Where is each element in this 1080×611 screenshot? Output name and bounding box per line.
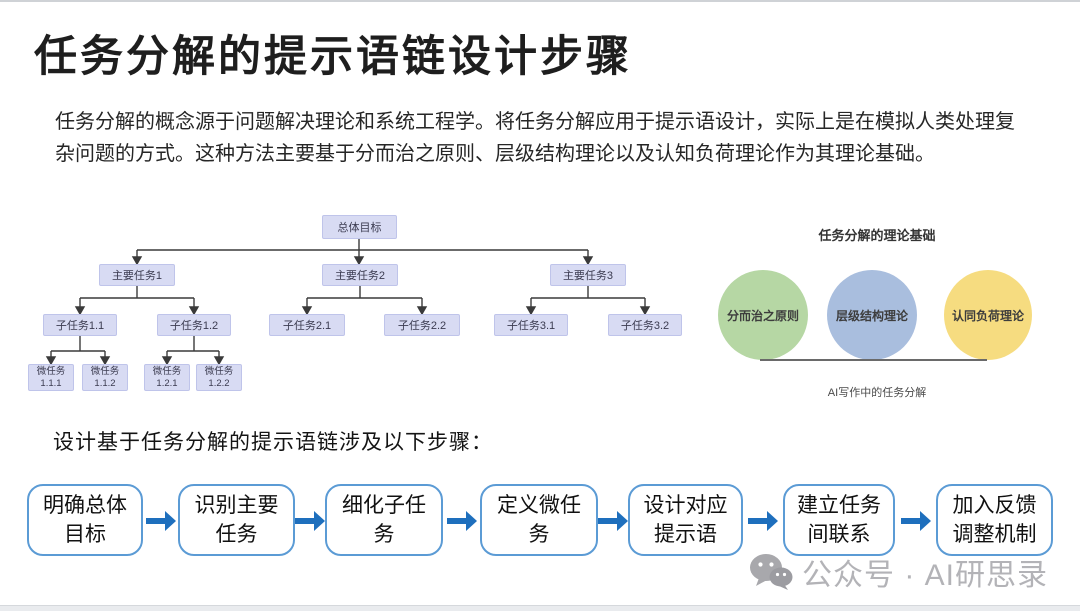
theory-circle-divide-and-conquer: 分而治之原则 — [718, 270, 808, 360]
theory-caption: AI写作中的任务分解 — [827, 387, 927, 399]
tree-node-main-3: 主要任务3 — [550, 264, 626, 286]
tree-node-sub-2-2: 子任务2.2 — [384, 314, 460, 336]
step-box-2: 识别主要任务 — [178, 484, 295, 556]
wechat-icon — [750, 554, 793, 590]
tree-node-root: 总体目标 — [322, 215, 397, 239]
tree-node-micro-1-1-1: 微任务 1.1.1 — [28, 364, 74, 391]
watermark: 公众号 · AI研思录 — [749, 550, 1048, 594]
watermark-text: 公众号 · AI研思录 — [802, 559, 1049, 592]
flow-arrow-icon — [747, 511, 779, 531]
flow-arrow-icon — [900, 511, 932, 531]
tree-node-sub-1-2: 子任务1.2 — [157, 314, 231, 336]
flow-arrow-icon — [597, 511, 629, 531]
tree-node-micro-1-2-1: 微任务 1.2.1 — [144, 364, 190, 391]
intro-paragraph: 任务分解的概念源于问题解决理论和系统工程学。将任务分解应用于提示语设计，实际上是… — [55, 111, 1015, 165]
step-box-7: 加入反馈调整机制 — [936, 484, 1053, 556]
tree-node-main-2: 主要任务2 — [322, 264, 398, 286]
step-box-5: 设计对应提示语 — [628, 484, 743, 556]
step-box-1: 明确总体目标 — [27, 484, 143, 556]
theory-circle-hierarchy: 层级结构理论 — [827, 270, 917, 360]
step-box-6: 建立任务间联系 — [783, 484, 895, 556]
tree-node-sub-3-1: 子任务3.1 — [494, 314, 568, 336]
step-box-3: 细化子任务 — [325, 484, 443, 556]
bottom-edge-strip — [0, 605, 1080, 611]
page-title: 任务分解的提示语链设计步骤 — [34, 33, 632, 81]
tree-node-sub-1-1: 子任务1.1 — [43, 314, 117, 336]
step-box-4: 定义微任务 — [480, 484, 598, 556]
tree-node-sub-2-1: 子任务2.1 — [269, 314, 345, 336]
tree-node-micro-1-1-2: 微任务 1.1.2 — [82, 364, 128, 391]
tree-node-sub-3-2: 子任务3.2 — [608, 314, 682, 336]
flow-arrow-icon — [145, 511, 177, 531]
theory-baseline — [760, 359, 987, 361]
flow-arrow-icon — [446, 511, 478, 531]
steps-intro: 设计基于任务分解的提示语链涉及以下步骤： — [53, 431, 493, 454]
tree-node-micro-1-2-2: 微任务 1.2.2 — [196, 364, 242, 391]
flow-arrow-icon — [294, 511, 326, 531]
theory-circle-cognitive-load: 认同负荷理论 — [944, 270, 1032, 360]
theory-title: 任务分解的理论基础 — [818, 228, 936, 243]
tree-node-main-1: 主要任务1 — [99, 264, 175, 286]
